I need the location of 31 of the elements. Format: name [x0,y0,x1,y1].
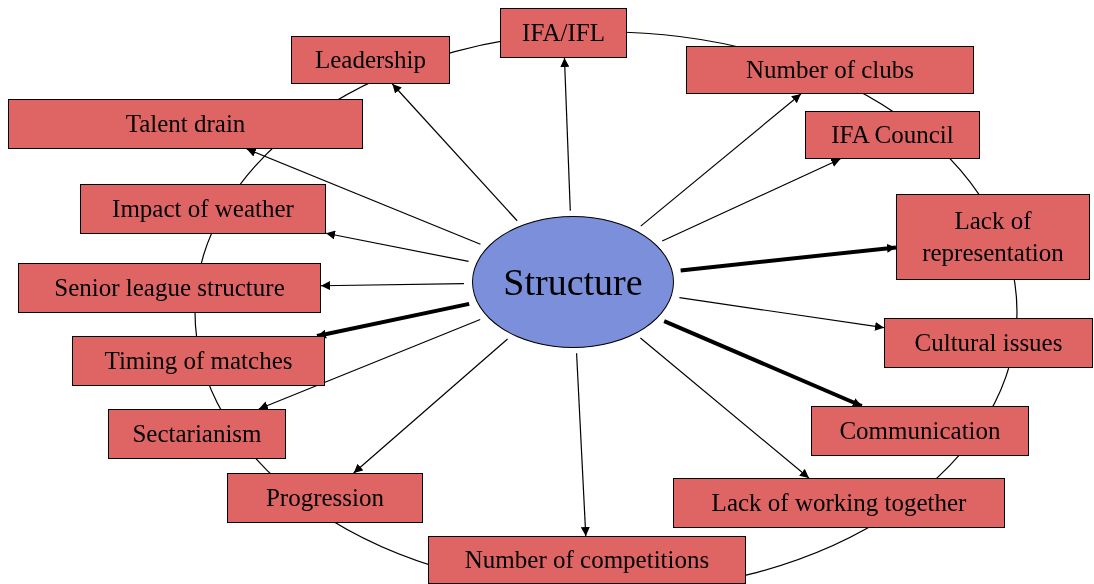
topic-box: Senior league structure [18,263,321,313]
topic-box: IFA/IFL [500,8,627,58]
topic-box: Communication [811,406,1029,456]
arrow [258,318,481,410]
arrow [246,148,482,245]
topic-box: Timing of matches [72,336,325,386]
arrow [560,57,571,212]
topic-box: Impact of weather [80,184,326,234]
arrow [680,243,897,273]
topic-box: Lack of representation [896,194,1090,280]
arrow [353,338,509,474]
topic-box: Progression [227,473,423,523]
topic-box: Number of clubs [686,46,974,94]
topic-box: Sectarianism [108,409,286,459]
topic-box: Leadership [291,36,450,84]
arrow [678,297,885,331]
arrow [661,158,841,242]
topic-box: Cultural issues [884,318,1093,368]
topic-box: Number of competitions [428,536,746,584]
topic-box: Talent drain [8,99,363,149]
arrow [640,93,802,227]
center-ellipse: Structure [472,216,674,348]
topic-box: Lack of working together [673,478,1005,528]
topic-box: IFA Council [805,111,980,159]
arrow [639,337,810,479]
arrow [576,352,590,537]
arrow [320,281,465,291]
arrow [325,230,470,262]
arrow [663,319,863,408]
arrow [391,83,518,222]
arrow [316,301,470,339]
